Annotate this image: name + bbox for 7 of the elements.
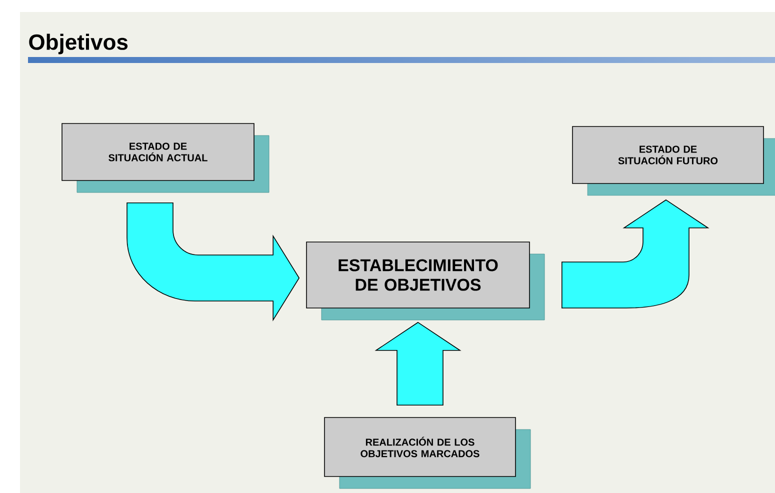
text-box: ESTADO DE SITUACIÓN FUTURO bbox=[572, 126, 764, 184]
text-box: ESTABLECIMIENTO DE OBJETIVOS bbox=[306, 242, 530, 308]
slide-title: Objetivos bbox=[29, 34, 128, 54]
text-box: ESTADO DE SITUACIÓN ACTUAL bbox=[62, 123, 254, 181]
text-box: REALIZACIÓN DE LOS OBJETIVOS MARCADOS bbox=[324, 417, 516, 477]
block-arrow bbox=[562, 200, 708, 308]
block-arrow bbox=[126, 202, 300, 320]
